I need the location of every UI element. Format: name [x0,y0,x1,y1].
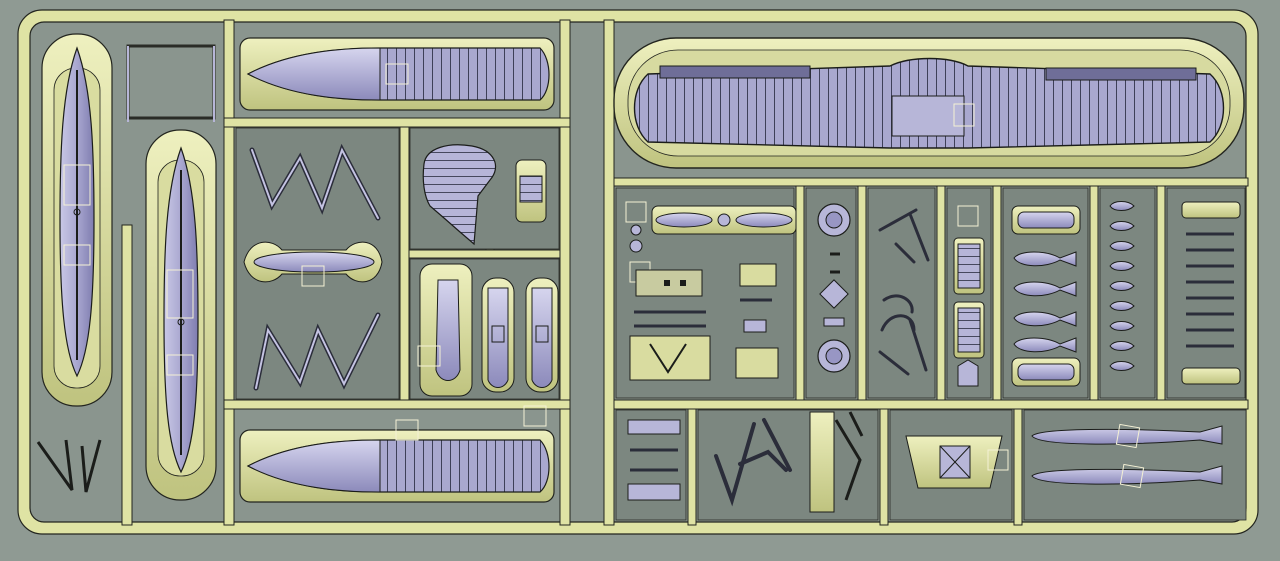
propeller-icon [625,201,797,381]
small-parts [627,419,681,501]
wing-panel-icon [613,37,1245,169]
float-hull-icon [145,129,217,501]
strut-icon [714,418,792,507]
engine-cowl-part [905,435,1009,489]
float-hull-icon [41,33,113,407]
strut-icon [878,208,930,376]
cockpit-part [417,263,559,397]
tailplane-part [243,241,383,287]
torpedo-part [1031,423,1223,489]
strut-icon [251,147,379,389]
rudder-part [422,144,547,246]
radiator-part [953,205,985,387]
cabane-part [809,411,864,513]
frame-part [126,44,216,122]
fuselage-half-bottom [239,405,555,503]
wheel-icon [817,203,851,373]
strut-icon [36,439,102,493]
small-bomb-column [1109,201,1135,371]
fuselage-half-top [239,37,555,111]
rod-column [1181,201,1241,385]
bomb-icon [1011,205,1081,387]
